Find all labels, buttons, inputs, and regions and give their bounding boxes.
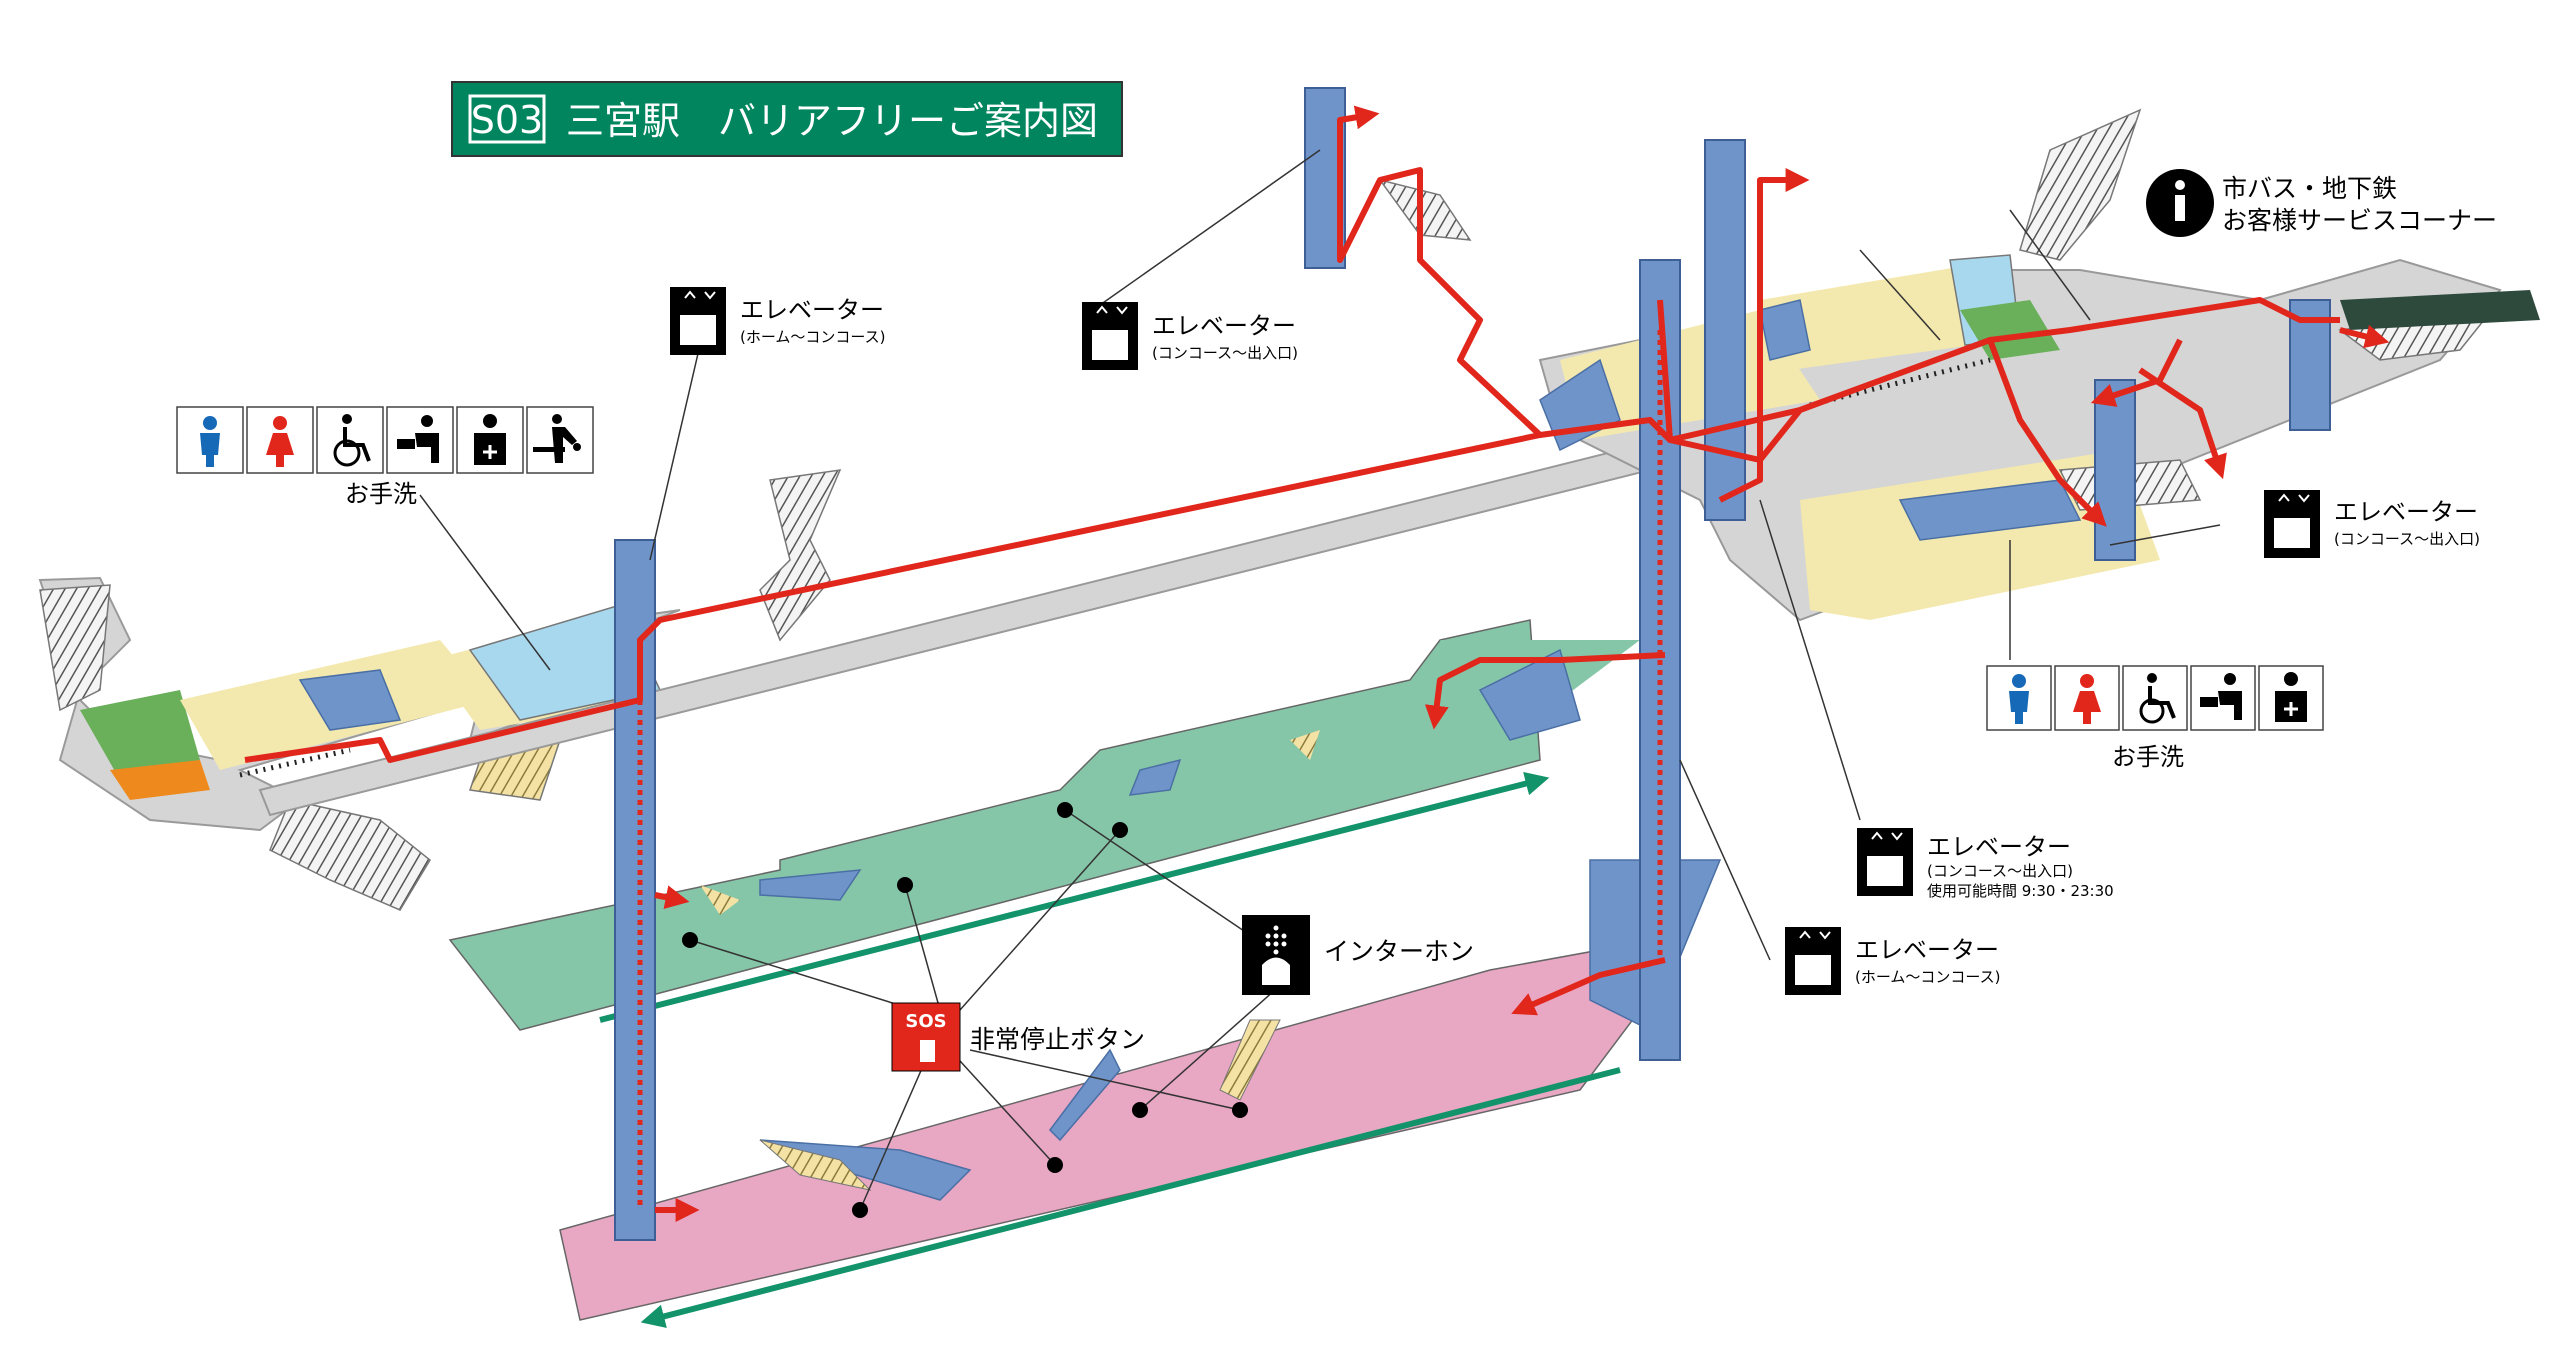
intercom-label: インターホン (1324, 937, 1474, 966)
info-line1: 市バス・地下鉄 (2222, 174, 2397, 203)
right-concourse (1378, 108, 2540, 622)
platform-green (448, 619, 1640, 1031)
map-title: S03 三宮駅 バリアフリーご案内図 (451, 81, 1123, 157)
elevator-label: エレベーター (1855, 936, 1999, 964)
sos-button-legend: SOS 非常停止ボタン (891, 1002, 1145, 1072)
toilet-icons-left: お手洗 (176, 406, 594, 508)
elevator-label-left-platform: エレベーター (ホーム～コンコース) (670, 287, 886, 355)
emergency-dot (1132, 1102, 1148, 1118)
intercom: インターホン (1242, 915, 1474, 995)
info-line2: お客様サービスコーナー (2222, 206, 2497, 235)
sos-icon-text: SOS (905, 1011, 946, 1032)
toilet-label-left: お手洗 (345, 480, 417, 508)
elevator-label-middle-exit: エレベーター (コンコース～出入口) 使用可能時間 9:30・23:30 (1857, 828, 2114, 900)
toilet-icons-right: お手洗 (1986, 665, 2324, 771)
elevator-label: エレベーター (1927, 833, 2071, 861)
elevator-sub: (ホーム～コンコース) (1855, 968, 2001, 986)
station-code: S03 (471, 98, 543, 142)
toilet-label-right: お手洗 (2112, 743, 2184, 771)
elevator-sub: (コンコース～出入口) (1927, 862, 2073, 880)
page-title: 三宮駅 バリアフリーご案内図 (566, 99, 1098, 143)
info-center: 市バス・地下鉄 お客様サービスコーナー (2146, 169, 2497, 237)
elevator-label: エレベーター (2334, 498, 2478, 526)
elevator-sub: (コンコース～出入口) (2334, 530, 2480, 548)
elevator-shaft-right2 (2094, 379, 2136, 561)
elevator-hours: 使用可能時間 9:30・23:30 (1927, 882, 2114, 900)
emergency-dot (897, 877, 913, 893)
leader-lines (419, 149, 2221, 1211)
accessible-route (244, 105, 2390, 1222)
emergency-points (682, 802, 1248, 1218)
emergency-dot (1232, 1102, 1248, 1118)
emergency-dot (682, 932, 698, 948)
elevator-sub: (コンコース～出入口) (1152, 344, 1298, 362)
left-concourse (38, 469, 842, 911)
emergency-dot (1112, 822, 1128, 838)
sos-label: 非常停止ボタン (970, 1025, 1145, 1054)
elevator-label-top-exit: エレベーター (コンコース～出入口) (1082, 302, 1298, 370)
elevator-label: エレベーター (1152, 312, 1296, 340)
elevator-label-middle-platform: エレベーター (ホーム～コンコース) (1785, 927, 2001, 995)
elevator-label-right-exit: エレベーター (コンコース～出入口) (2264, 490, 2480, 558)
emergency-dot (1057, 802, 1073, 818)
emergency-dot (1047, 1157, 1063, 1173)
elevator-label: エレベーター (740, 296, 884, 324)
elevator-shaft-right1 (1704, 139, 1746, 521)
emergency-dot (852, 1202, 868, 1218)
elevator-sub: (ホーム～コンコース) (740, 328, 886, 346)
elevator-shaft-left (614, 539, 656, 1241)
